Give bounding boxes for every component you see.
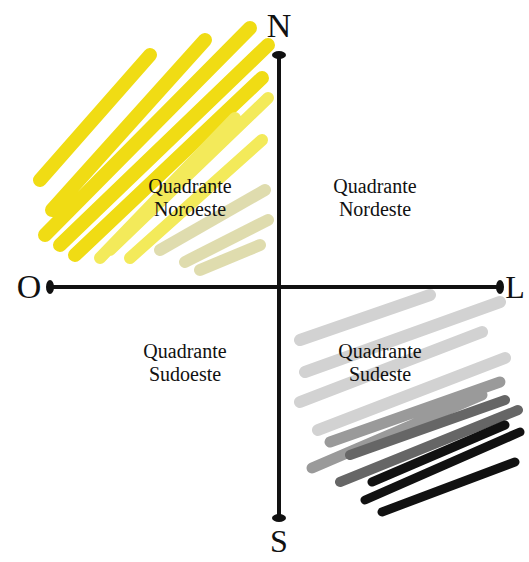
yellow-scribble — [40, 28, 268, 270]
quadrant-label: Quadrante Sudeste — [324, 340, 436, 386]
scribble-stroke — [365, 425, 520, 512]
grey-scribble — [300, 295, 520, 512]
quadrant-label: Quadrante Sudoeste — [129, 340, 241, 386]
scribble-stroke — [40, 28, 268, 255]
quadrant-label: Quadrante Nordeste — [319, 175, 431, 221]
compass-point: L — [505, 269, 525, 306]
axis-cap — [272, 51, 286, 59]
compass-point: N — [267, 6, 292, 45]
axis-cap — [272, 514, 286, 522]
axis-cap — [46, 280, 54, 294]
compass-point: S — [270, 523, 288, 560]
quadrant-label: Quadrante Noroeste — [134, 175, 246, 221]
compass-point: O — [17, 267, 42, 306]
horizontal-axis — [50, 285, 500, 289]
axis-cap — [496, 280, 504, 294]
